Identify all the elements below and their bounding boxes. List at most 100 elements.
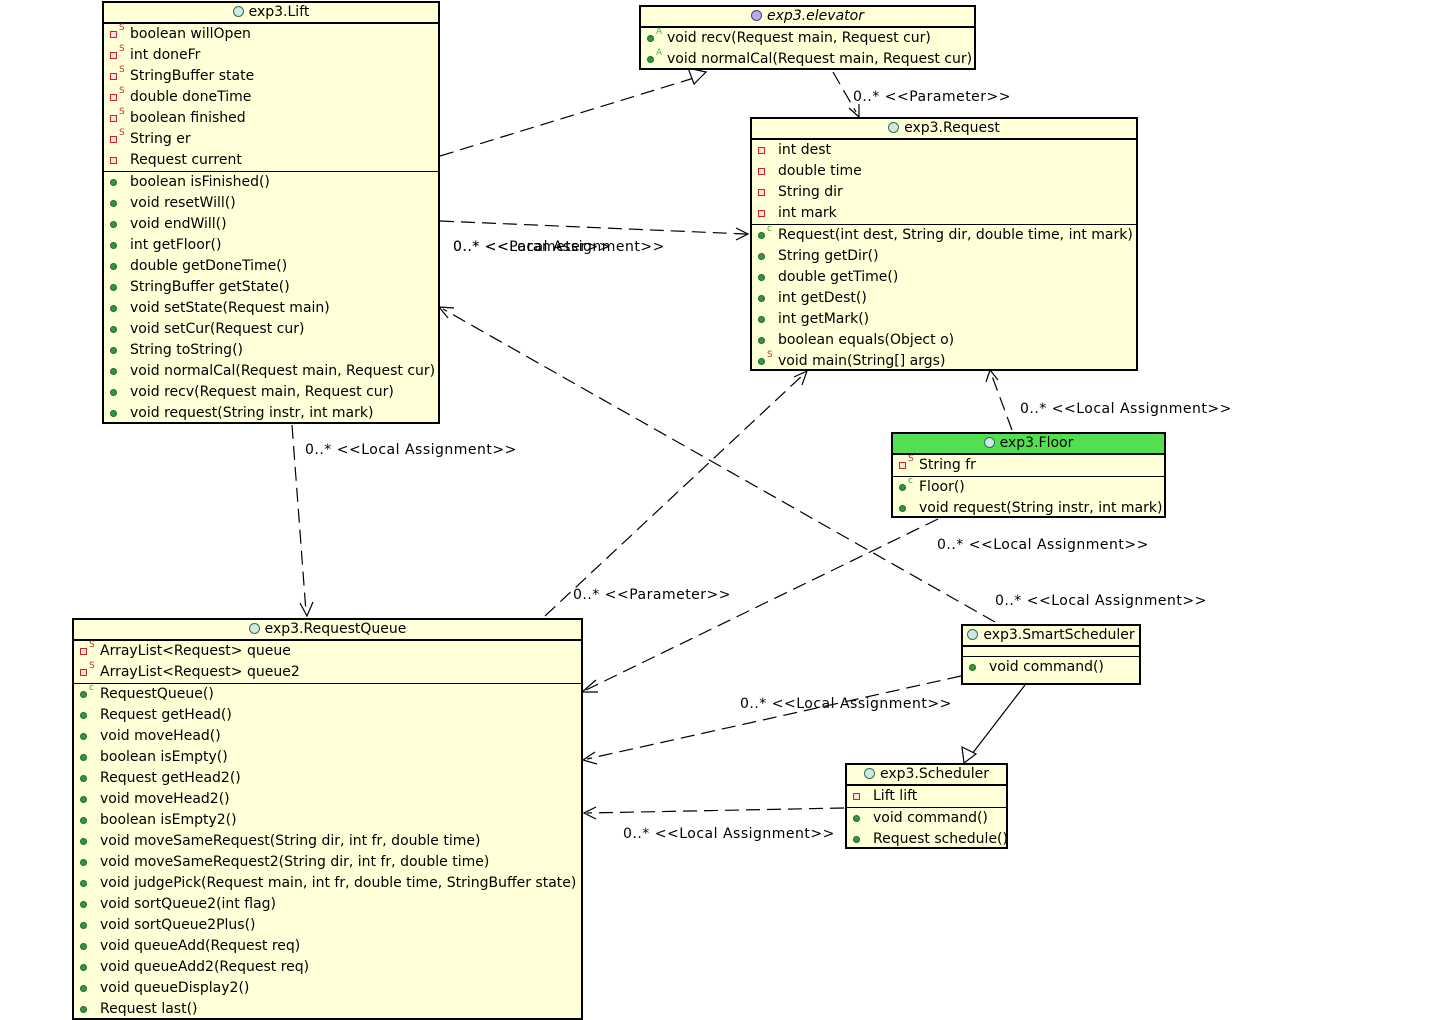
method-row[interactable]: double getDoneTime() xyxy=(104,256,438,277)
edge-label-lift-request-local: 0..* <<Local Assignment>> xyxy=(453,239,665,255)
class-smartscheduler[interactable]: exp3.SmartScheduler void command() xyxy=(961,624,1141,685)
method-row[interactable]: void normalCal(Request main, Request cur… xyxy=(104,361,438,382)
static-modifier-icon: S xyxy=(767,350,773,360)
method-row[interactable]: void queueDisplay2() xyxy=(74,978,581,999)
method-row[interactable]: Request schedule() xyxy=(847,829,1006,847)
method-label: String getDir() xyxy=(778,248,879,264)
method-label: void moveHead2() xyxy=(100,791,230,807)
private-field-icon xyxy=(110,52,117,59)
method-row[interactable]: String toString() xyxy=(104,340,438,361)
method-label: Request getHead() xyxy=(100,707,232,723)
edge-label-queue-request: 0..* <<Parameter>> xyxy=(573,587,731,603)
public-method-icon xyxy=(80,859,87,866)
method-label: void normalCal(Request main, Request cur… xyxy=(667,51,973,67)
method-row[interactable]: String getDir() xyxy=(752,246,1136,267)
field-row[interactable]: Lift lift xyxy=(847,786,1006,807)
field-row[interactable]: Request current xyxy=(104,150,438,171)
class-scheduler[interactable]: exp3.Scheduler Lift lift void command()R… xyxy=(845,763,1008,849)
method-row[interactable]: void request(String instr, int mark) xyxy=(104,403,438,422)
class-title: exp3.Lift xyxy=(104,3,438,23)
field-row[interactable]: int dest xyxy=(752,140,1136,161)
private-field-icon xyxy=(758,168,765,175)
field-row[interactable]: double time xyxy=(752,161,1136,182)
private-field-icon xyxy=(80,669,87,676)
method-label: int getDest() xyxy=(778,290,867,306)
method-row[interactable]: Request getHead() xyxy=(74,705,581,726)
interface-icon xyxy=(751,10,763,21)
constructor-modifier-icon: c xyxy=(89,683,94,693)
method-row[interactable]: void moveHead2() xyxy=(74,789,581,810)
method-row[interactable]: void setState(Request main) xyxy=(104,298,438,319)
public-method-icon xyxy=(80,901,87,908)
method-row[interactable]: int getMark() xyxy=(752,309,1136,330)
method-row[interactable]: void sortQueue2(int flag) xyxy=(74,894,581,915)
method-row[interactable]: Request last() xyxy=(74,999,581,1018)
method-row[interactable]: void resetWill() xyxy=(104,193,438,214)
method-row[interactable]: void queueAdd(Request req) xyxy=(74,936,581,957)
method-row[interactable]: int getDest() xyxy=(752,288,1136,309)
method-row[interactable]: void setCur(Request cur) xyxy=(104,319,438,340)
method-row[interactable]: void moveHead() xyxy=(74,726,581,747)
methods-section: boolean isFinished()void resetWill()void… xyxy=(104,171,438,422)
method-row[interactable]: void judgePick(Request main, int fr, dou… xyxy=(74,873,581,894)
edge-lift-request xyxy=(439,220,747,235)
method-row[interactable]: StringBuffer getState() xyxy=(104,277,438,298)
field-row[interactable]: int mark xyxy=(752,203,1136,224)
private-field-icon xyxy=(110,73,117,80)
edge-elevator-request xyxy=(832,71,857,113)
method-row[interactable]: void moveSameRequest(String dir, int fr,… xyxy=(74,831,581,852)
method-row[interactable]: void request(String instr, int mark) xyxy=(893,498,1164,516)
edge-label-floor-queue: 0..* <<Local Assignment>> xyxy=(937,537,1149,553)
method-row[interactable]: void moveSameRequest2(String dir, int fr… xyxy=(74,852,581,873)
method-label: void queueAdd(Request req) xyxy=(100,938,301,954)
private-field-icon xyxy=(758,189,765,196)
public-method-icon xyxy=(853,836,860,843)
method-row[interactable]: void command() xyxy=(963,657,1139,678)
method-row[interactable]: void endWill() xyxy=(104,214,438,235)
method-label: int getMark() xyxy=(778,311,870,327)
field-row[interactable]: String dir xyxy=(752,182,1136,203)
public-method-icon xyxy=(758,337,765,344)
method-row[interactable]: void sortQueue2Plus() xyxy=(74,915,581,936)
method-row[interactable]: int getFloor() xyxy=(104,235,438,256)
field-label: String fr xyxy=(919,457,976,473)
method-row[interactable]: boolean isEmpty() xyxy=(74,747,581,768)
method-row[interactable]: double getTime() xyxy=(752,267,1136,288)
field-row[interactable]: S String fr xyxy=(893,454,1164,476)
method-row[interactable]: boolean isFinished() xyxy=(104,172,438,193)
static-modifier-icon: S xyxy=(119,65,125,75)
method-row[interactable]: boolean isEmpty2() xyxy=(74,810,581,831)
method-row[interactable]: void command() xyxy=(847,808,1006,829)
class-title: exp3.Floor xyxy=(893,434,1164,454)
public-method-icon xyxy=(80,1006,87,1013)
static-modifier-icon: S xyxy=(908,454,914,464)
method-row[interactable]: Request getHead2() xyxy=(74,768,581,789)
method-label: void setCur(Request cur) xyxy=(130,321,305,337)
method-row[interactable]: boolean equals(Object o) xyxy=(752,330,1136,351)
method-row[interactable]: void queueAdd2(Request req) xyxy=(74,957,581,978)
public-method-icon xyxy=(80,943,87,950)
method-label: void moveHead() xyxy=(100,728,221,744)
method-row[interactable]: void recv(Request main, Request cur) xyxy=(104,382,438,403)
